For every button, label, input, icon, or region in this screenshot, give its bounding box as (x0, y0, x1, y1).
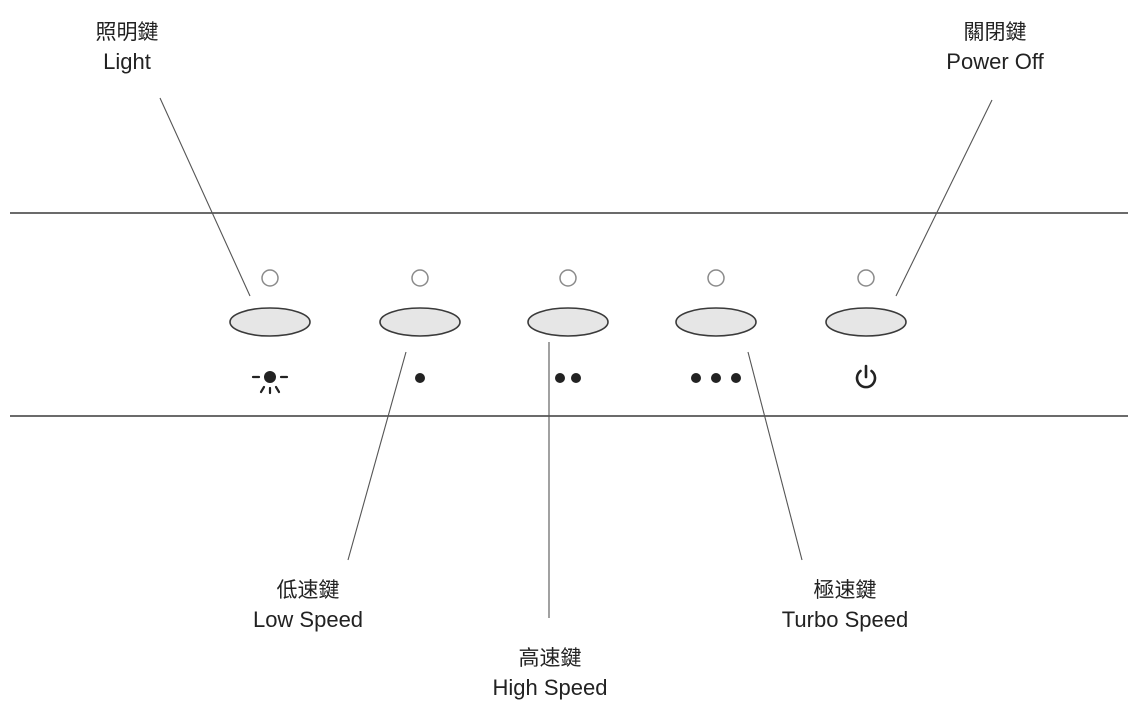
power-icon (855, 364, 877, 389)
turbo-speed-indicator-led (707, 269, 725, 287)
power-off-label-en: Power Off (946, 49, 1044, 74)
low-speed-label-en: Low Speed (252, 607, 364, 632)
high-speed-button[interactable] (527, 307, 609, 337)
one-dot-icon (415, 373, 425, 383)
high-speed-control (527, 269, 609, 383)
light-bulb-icon (251, 371, 289, 395)
high-speed-label-zh: 高速鍵 (518, 646, 582, 670)
turbo-speed-leader-line (747, 351, 803, 561)
light-label: 照明鍵 Light (17, 17, 237, 77)
light-button[interactable] (229, 307, 311, 337)
power-off-control (825, 269, 907, 389)
low-speed-control (379, 269, 461, 383)
power-off-label: 關閉鍵 Power Off (885, 17, 1105, 77)
high-speed-label-en: High Speed (492, 675, 608, 700)
light-label-zh: 照明鍵 (95, 20, 159, 44)
turbo-speed-button[interactable] (675, 307, 757, 337)
power-off-label-zh: 關閉鍵 (963, 20, 1027, 44)
turbo-speed-label-zh: 極速鍵 (813, 578, 877, 602)
low-speed-leader-line (347, 351, 407, 561)
low-speed-label-zh: 低速鍵 (276, 578, 340, 602)
turbo-speed-label-en: Turbo Speed (781, 607, 909, 632)
three-dots-icon (691, 373, 741, 383)
high-speed-indicator-led (559, 269, 577, 287)
power-off-leader-line (895, 99, 993, 297)
light-leader-line (159, 97, 251, 297)
turbo-speed-control (675, 269, 757, 383)
power-off-indicator-led (857, 269, 875, 287)
turbo-speed-label: 極速鍵 Turbo Speed (735, 575, 955, 635)
light-label-en: Light (103, 49, 151, 74)
two-dots-icon (555, 373, 581, 383)
power-off-button[interactable] (825, 307, 907, 337)
light-control (229, 269, 311, 395)
high-speed-label: 高速鍵 High Speed (440, 643, 660, 703)
low-speed-button[interactable] (379, 307, 461, 337)
low-speed-indicator-led (411, 269, 429, 287)
low-speed-label: 低速鍵 Low Speed (198, 575, 418, 635)
light-indicator-led (261, 269, 279, 287)
